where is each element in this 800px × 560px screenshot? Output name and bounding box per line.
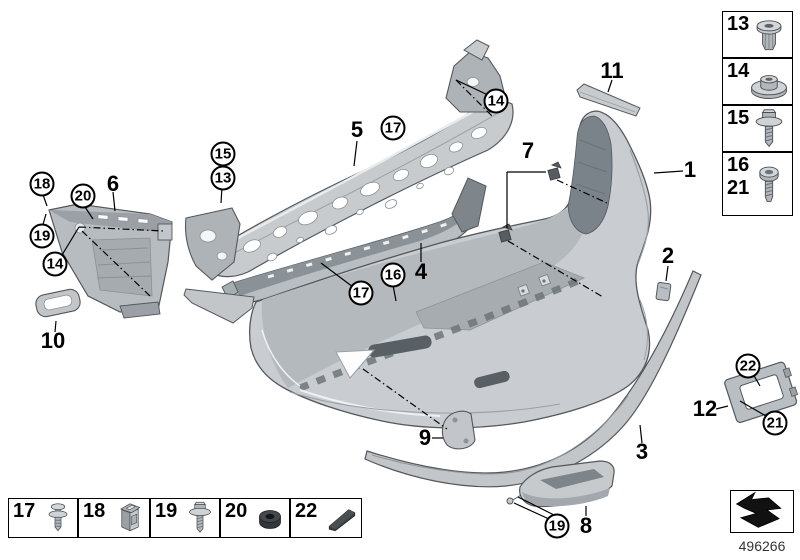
clip-nut-icon — [112, 500, 148, 536]
screw-washer-icon — [747, 107, 791, 151]
callout-9[interactable]: 9 — [418, 425, 432, 450]
torx-screw-icon — [747, 162, 791, 206]
callout-3[interactable]: 3 — [635, 439, 649, 464]
legend-box-number: 13 — [727, 13, 749, 36]
legend-box-14[interactable]: 14 — [722, 58, 793, 105]
legend-box-number: 17 — [13, 500, 35, 523]
part-8-diffuser-tip[interactable] — [506, 460, 615, 508]
part-position-arrow-icon — [731, 491, 789, 529]
callout-circled-20[interactable]: 20 — [70, 183, 96, 209]
legend-label-21: 21 — [727, 177, 750, 199]
callout-circled-19[interactable]: 19 — [29, 223, 55, 249]
legend-label-16: 16 — [727, 154, 750, 176]
legend-box-number: 15 — [727, 107, 749, 130]
part-1-bumper-cover[interactable] — [183, 110, 652, 429]
legend-box-15[interactable]: 15 — [722, 105, 793, 152]
legend-label-17: 17 — [13, 500, 36, 522]
callout-circled-17[interactable]: 17 — [348, 280, 374, 306]
callout-1[interactable]: 1 — [683, 157, 697, 182]
part-7-pdc-brackets[interactable] — [498, 161, 562, 243]
callout-circled-13[interactable]: 13 — [210, 165, 236, 191]
callout-circled-22[interactable]: 22 — [735, 353, 761, 379]
assembly-axis-lines — [78, 79, 608, 430]
washer-nut-icon — [747, 60, 791, 104]
callout-circled-18[interactable]: 18 — [29, 171, 55, 197]
callout-circled-21[interactable]: 21 — [762, 410, 788, 436]
callout-10[interactable]: 10 — [40, 328, 66, 353]
legend-box-number: 22 — [295, 500, 317, 523]
legend-box-17[interactable]: 17 — [8, 498, 78, 538]
legend-box-number: 20 — [225, 500, 247, 523]
legend-box-number: 14 — [727, 60, 749, 83]
legend-label-13: 13 — [727, 13, 750, 35]
callout-circled-19[interactable]: 19 — [544, 513, 570, 539]
callout-circled-15[interactable]: 15 — [210, 141, 236, 167]
legend-label-18: 18 — [83, 500, 106, 522]
callout-circled-14[interactable]: 14 — [42, 251, 68, 277]
callout-2[interactable]: 2 — [661, 243, 675, 268]
part-2-clip[interactable] — [655, 282, 672, 302]
part-11-trim-strip[interactable] — [576, 83, 641, 117]
legend-label-19: 19 — [155, 500, 178, 522]
callout-circled-17[interactable]: 17 — [380, 115, 406, 141]
callout-8[interactable]: 8 — [579, 513, 593, 538]
callout-circled-16[interactable]: 16 — [380, 262, 406, 288]
expansion-rivet-icon — [40, 500, 76, 536]
part-5-carrier[interactable] — [184, 39, 514, 281]
foam-pad-icon — [324, 500, 360, 536]
callout-circled-14[interactable]: 14 — [483, 88, 509, 114]
figure-number: 496266 — [738, 538, 786, 554]
grommet-icon — [252, 500, 288, 536]
legend-box-20[interactable]: 20 — [220, 498, 290, 538]
callout-12[interactable]: 12 — [692, 396, 718, 421]
screw-washer-icon — [182, 500, 218, 536]
callout-5[interactable]: 5 — [350, 117, 364, 142]
legend-box-13[interactable]: 13 — [722, 11, 793, 58]
part-9-bracket[interactable] — [441, 410, 476, 450]
callout-11[interactable]: 11 — [600, 58, 624, 83]
part-10-trim-cover[interactable] — [34, 288, 82, 319]
legend-box-number: 19 — [155, 500, 177, 523]
callout-6[interactable]: 6 — [106, 171, 120, 196]
legend-box-number: 18 — [83, 500, 105, 523]
part-3-lower-strip[interactable] — [364, 270, 702, 488]
blind-rivet-nut-icon — [747, 13, 791, 57]
legend-label-20: 20 — [225, 500, 248, 522]
legend-label-22: 22 — [295, 500, 318, 522]
legend-box-22[interactable]: 22 — [290, 498, 362, 538]
legend-label-14: 14 — [727, 60, 750, 82]
part-position-nav-box[interactable] — [730, 490, 794, 533]
legend-label-15: 15 — [727, 107, 750, 129]
legend-box-18[interactable]: 18 — [78, 498, 150, 538]
legend-box-19[interactable]: 19 — [150, 498, 220, 538]
callout-7[interactable]: 7 — [521, 138, 535, 163]
callout-4[interactable]: 4 — [414, 259, 428, 284]
